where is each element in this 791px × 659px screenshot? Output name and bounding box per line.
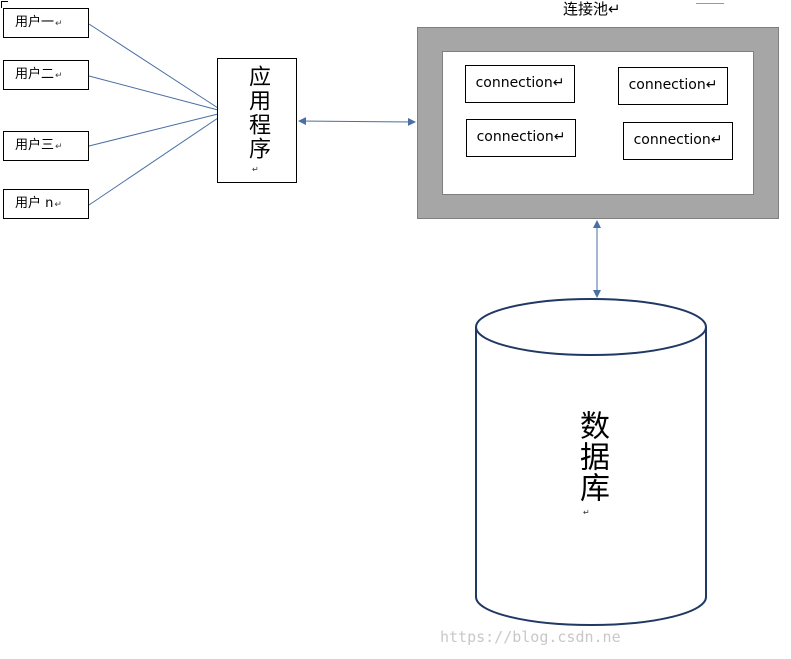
user-n-connector [88, 117, 219, 206]
corner-line [696, 0, 724, 4]
application-box: 应用程序 ↵ [217, 58, 297, 183]
user-box-3: 用户三↵ [3, 131, 89, 161]
user-box-1: 用户一↵ [3, 8, 89, 38]
paragraph-mark-icon: ↵ [54, 200, 62, 210]
user-box-2: 用户二↵ [3, 60, 89, 90]
corner-fragment [1, 1, 8, 8]
user-2-connector [88, 75, 219, 111]
user-1-connector [88, 23, 219, 109]
paragraph-mark-icon: ↵ [55, 142, 63, 152]
database-label-wrap: 数据库 [476, 410, 706, 503]
paragraph-mark-icon: ↵ [55, 71, 63, 81]
connection-box-4: connection↵ [623, 122, 733, 160]
application-label: 应用程序 [245, 65, 270, 161]
user-label: 用户二 [15, 67, 55, 82]
database-cylinder [475, 298, 707, 626]
paragraph-mark-icon: ↵ [583, 508, 590, 517]
user-label: 用户三 [15, 138, 55, 153]
pool-title: 连接池↵ [563, 0, 621, 18]
database-label: 数据库 [574, 410, 609, 503]
paragraph-mark-icon: ↵ [55, 19, 63, 29]
connection-box-1: connection↵ [465, 65, 575, 103]
user-label: 用户 n [15, 196, 54, 211]
connection-box-2: connection↵ [618, 67, 728, 105]
user-3-connector [88, 113, 219, 147]
app-pool-arrow [298, 117, 416, 126]
user-box-n: 用户 n↵ [3, 189, 89, 219]
application-label-wrap: 应用程序 [218, 65, 296, 161]
connection-box-3: connection↵ [466, 119, 576, 157]
watermark-text: https://blog.csdn.ne [440, 628, 621, 646]
user-label: 用户一 [15, 15, 55, 30]
paragraph-mark-icon: ↵ [252, 165, 259, 174]
